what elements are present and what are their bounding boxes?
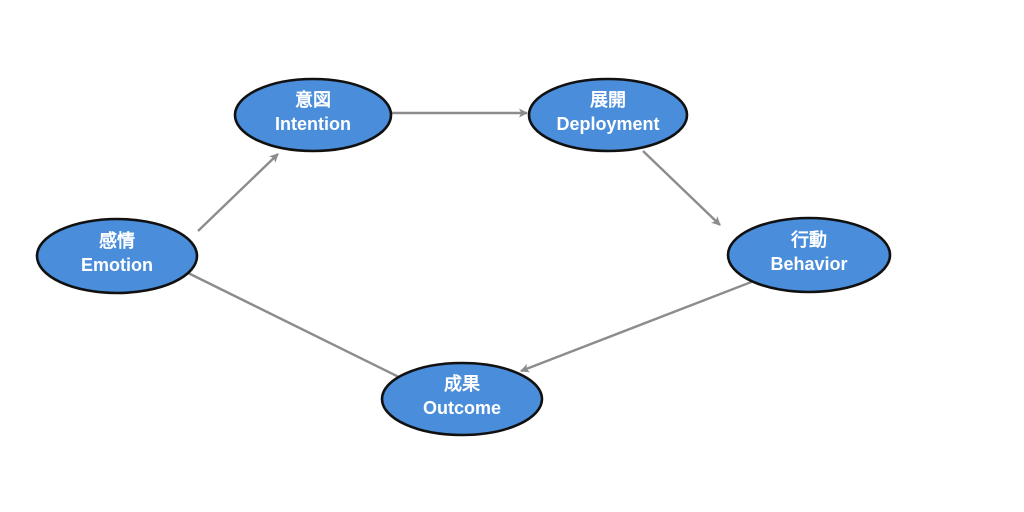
intention-ellipse xyxy=(233,77,393,153)
deployment-label-en: Deployment xyxy=(556,114,659,134)
edge-group xyxy=(177,108,773,386)
node-behavior: 行動 Behavior xyxy=(726,216,892,294)
deployment-ellipse xyxy=(527,77,689,153)
arrow-deployment-to-behavior xyxy=(642,150,721,226)
behavior-label-ja: 行動 xyxy=(790,229,827,250)
deployment-label-ja: 展開 xyxy=(590,90,626,110)
emotion-label-en: Emotion xyxy=(81,255,153,275)
emotion-ellipse xyxy=(35,217,199,295)
node-intention: 意図 Intention xyxy=(233,77,393,153)
arrow-emotion-to-intention xyxy=(197,153,279,232)
intention-label-ja: 意図 xyxy=(295,89,331,110)
node-outcome: 成果 Outcome xyxy=(380,361,544,437)
node-emotion: 感情 Emotion xyxy=(35,217,199,295)
intention-label-en: Intention xyxy=(275,114,351,134)
behavior-ellipse xyxy=(726,216,892,294)
emotion-label-ja: 感情 xyxy=(99,230,135,251)
behavior-label-en: Behavior xyxy=(770,254,847,274)
outcome-label-ja: 成果 xyxy=(444,373,481,394)
node-deployment: 展開 Deployment xyxy=(527,77,689,153)
outcome-ellipse xyxy=(380,361,544,437)
outcome-label-en: Outcome xyxy=(423,398,501,418)
arrow-behavior-to-outcome xyxy=(520,272,773,373)
node-group: 意図 Intention 展開 Deployment 感情 Emotion 行動… xyxy=(35,77,892,437)
arrow-outcome-to-emotion xyxy=(177,266,414,386)
